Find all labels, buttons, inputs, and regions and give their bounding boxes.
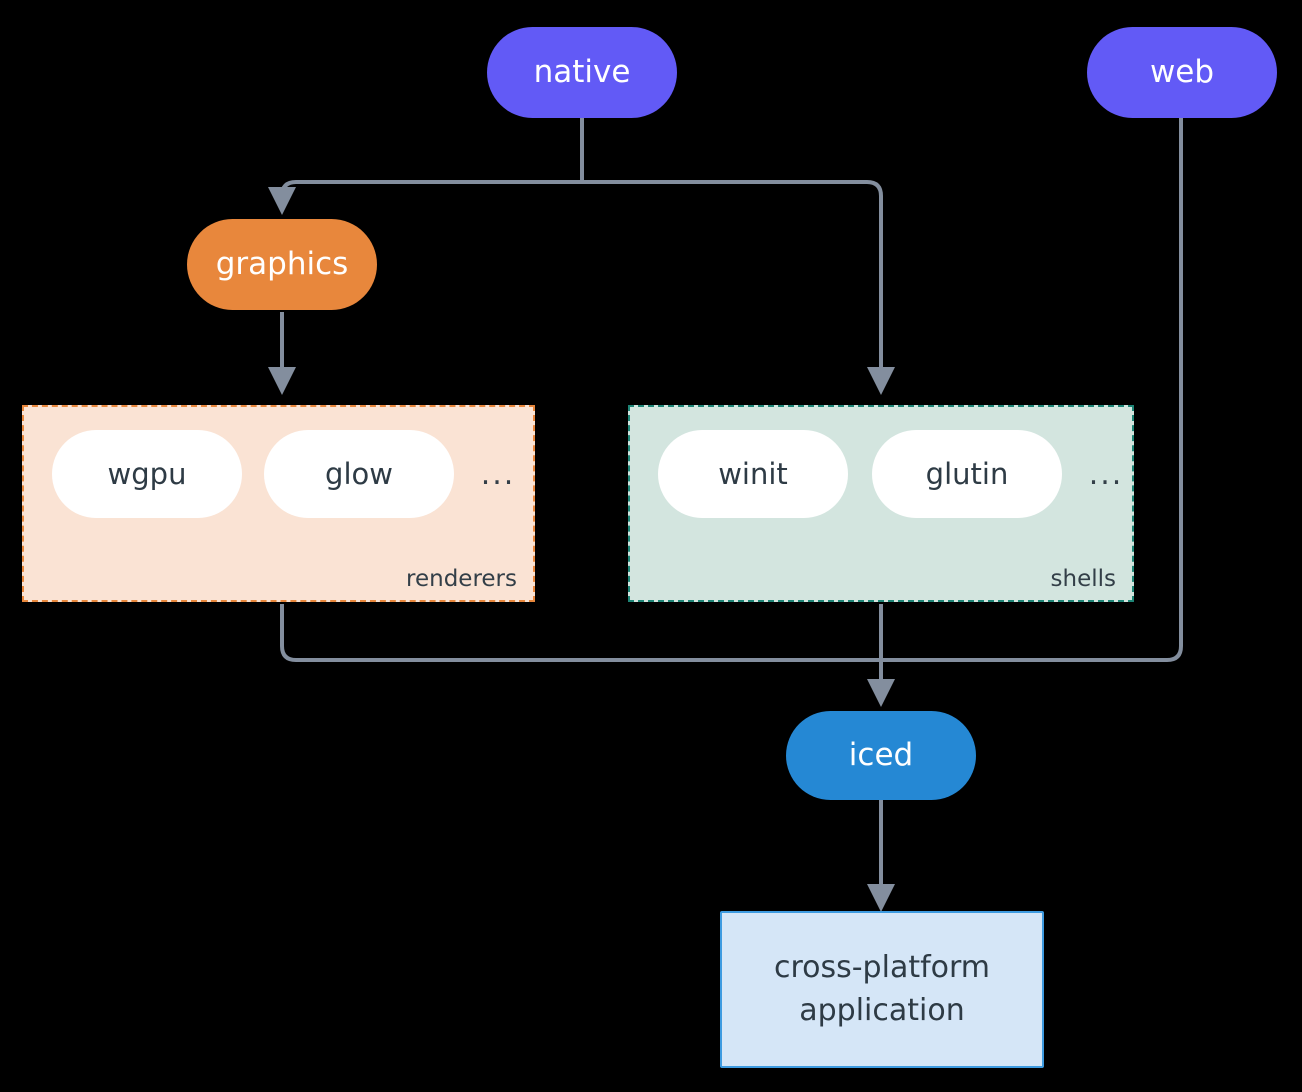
node-graphics-label: graphics bbox=[215, 245, 349, 282]
renderer-item-wgpu[interactable]: wgpu bbox=[52, 430, 242, 518]
node-graphics[interactable]: graphics bbox=[187, 219, 377, 310]
group-shells-label: shells bbox=[1050, 566, 1116, 592]
group-renderers-label: renderers bbox=[406, 566, 517, 592]
group-shells: winit glutin ... shells bbox=[628, 405, 1134, 602]
node-cross-platform-application[interactable]: cross-platform application bbox=[720, 911, 1044, 1068]
application-label-line1: cross-platform bbox=[773, 950, 991, 985]
node-iced[interactable]: iced bbox=[786, 711, 976, 800]
renderers-more-label: ... bbox=[480, 456, 516, 492]
edge-native-to-graphics bbox=[268, 180, 582, 215]
renderers-more-ellipsis: ... bbox=[476, 455, 520, 493]
renderer-item-glow-label: glow bbox=[325, 457, 393, 491]
node-web-label: web bbox=[1149, 53, 1215, 90]
shells-more-ellipsis: ... bbox=[1084, 455, 1128, 493]
node-web[interactable]: web bbox=[1087, 27, 1277, 118]
renderer-item-glow[interactable]: glow bbox=[264, 430, 454, 518]
shells-more-label: ... bbox=[1088, 456, 1124, 492]
node-native[interactable]: native bbox=[487, 27, 677, 118]
group-renderers: wgpu glow ... renderers bbox=[22, 405, 535, 602]
edge-renderers-to-iced bbox=[280, 604, 881, 662]
node-native-label: native bbox=[533, 53, 631, 90]
node-iced-label: iced bbox=[848, 736, 914, 773]
application-label-line2: application bbox=[799, 992, 965, 1028]
renderer-item-wgpu-label: wgpu bbox=[107, 457, 187, 491]
edge-native-to-shells bbox=[582, 180, 895, 395]
shell-item-winit[interactable]: winit bbox=[658, 430, 848, 518]
shell-item-glutin-label: glutin bbox=[925, 457, 1009, 491]
shell-item-glutin[interactable]: glutin bbox=[872, 430, 1062, 518]
shell-item-winit-label: winit bbox=[718, 457, 788, 491]
